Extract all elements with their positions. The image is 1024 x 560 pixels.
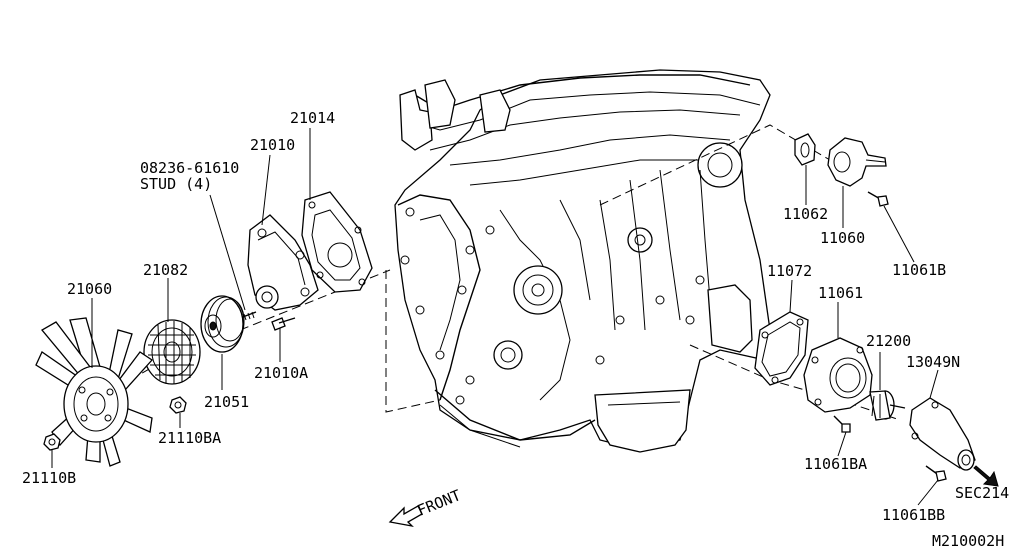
engine-block xyxy=(394,69,771,453)
label-21110B: 21110B xyxy=(22,469,76,487)
label-front: FRONT xyxy=(415,486,464,520)
sec214-arrow xyxy=(973,465,999,487)
label-11061BB: 11061BB xyxy=(882,506,945,524)
label-sec214: SEC214 xyxy=(955,484,1009,502)
label-11061: 11061 xyxy=(818,284,863,302)
thermostat-housing xyxy=(803,337,873,413)
label-stud-part: 08236-61610 xyxy=(140,159,239,177)
label-11061B: 11061B xyxy=(892,261,946,279)
label-21010A: 21010A xyxy=(254,364,308,382)
diagram-id: M210002H xyxy=(932,532,1004,550)
fan-coupling xyxy=(143,319,201,385)
label-13049N: 13049N xyxy=(906,353,960,371)
label-21082: 21082 xyxy=(143,261,188,279)
water-outlet-gasket xyxy=(794,133,816,166)
label-21014: 21014 xyxy=(290,109,335,127)
label-stud-desc: STUD (4) xyxy=(140,175,212,193)
water-inlet xyxy=(909,397,976,471)
front-arrow xyxy=(388,505,423,528)
label-11062: 11062 xyxy=(783,205,828,223)
label-21200: 21200 xyxy=(866,332,911,350)
bolt-11061BB xyxy=(925,465,947,482)
water-pump-gasket xyxy=(301,191,373,293)
label-21060: 21060 xyxy=(67,280,112,298)
label-11061BA: 11061BA xyxy=(804,455,867,473)
leader-lines xyxy=(51,128,939,506)
water-pump xyxy=(247,214,319,311)
label-21110BA: 21110BA xyxy=(158,429,221,447)
nut-21110B xyxy=(43,433,61,451)
thermostat-housing-gasket xyxy=(754,311,809,386)
label-21010: 21010 xyxy=(250,136,295,154)
bolt-11061BA xyxy=(833,415,851,433)
nut-21110BA xyxy=(169,396,187,414)
bolt-11061B xyxy=(867,191,889,207)
water-pump-pulley xyxy=(200,295,245,353)
label-11072: 11072 xyxy=(767,262,812,280)
bolt-21010A xyxy=(271,317,296,331)
cooling-fan xyxy=(35,317,153,467)
label-21051: 21051 xyxy=(204,393,249,411)
water-outlet xyxy=(827,137,887,187)
label-11060: 11060 xyxy=(820,229,865,247)
thermostat xyxy=(869,390,906,421)
